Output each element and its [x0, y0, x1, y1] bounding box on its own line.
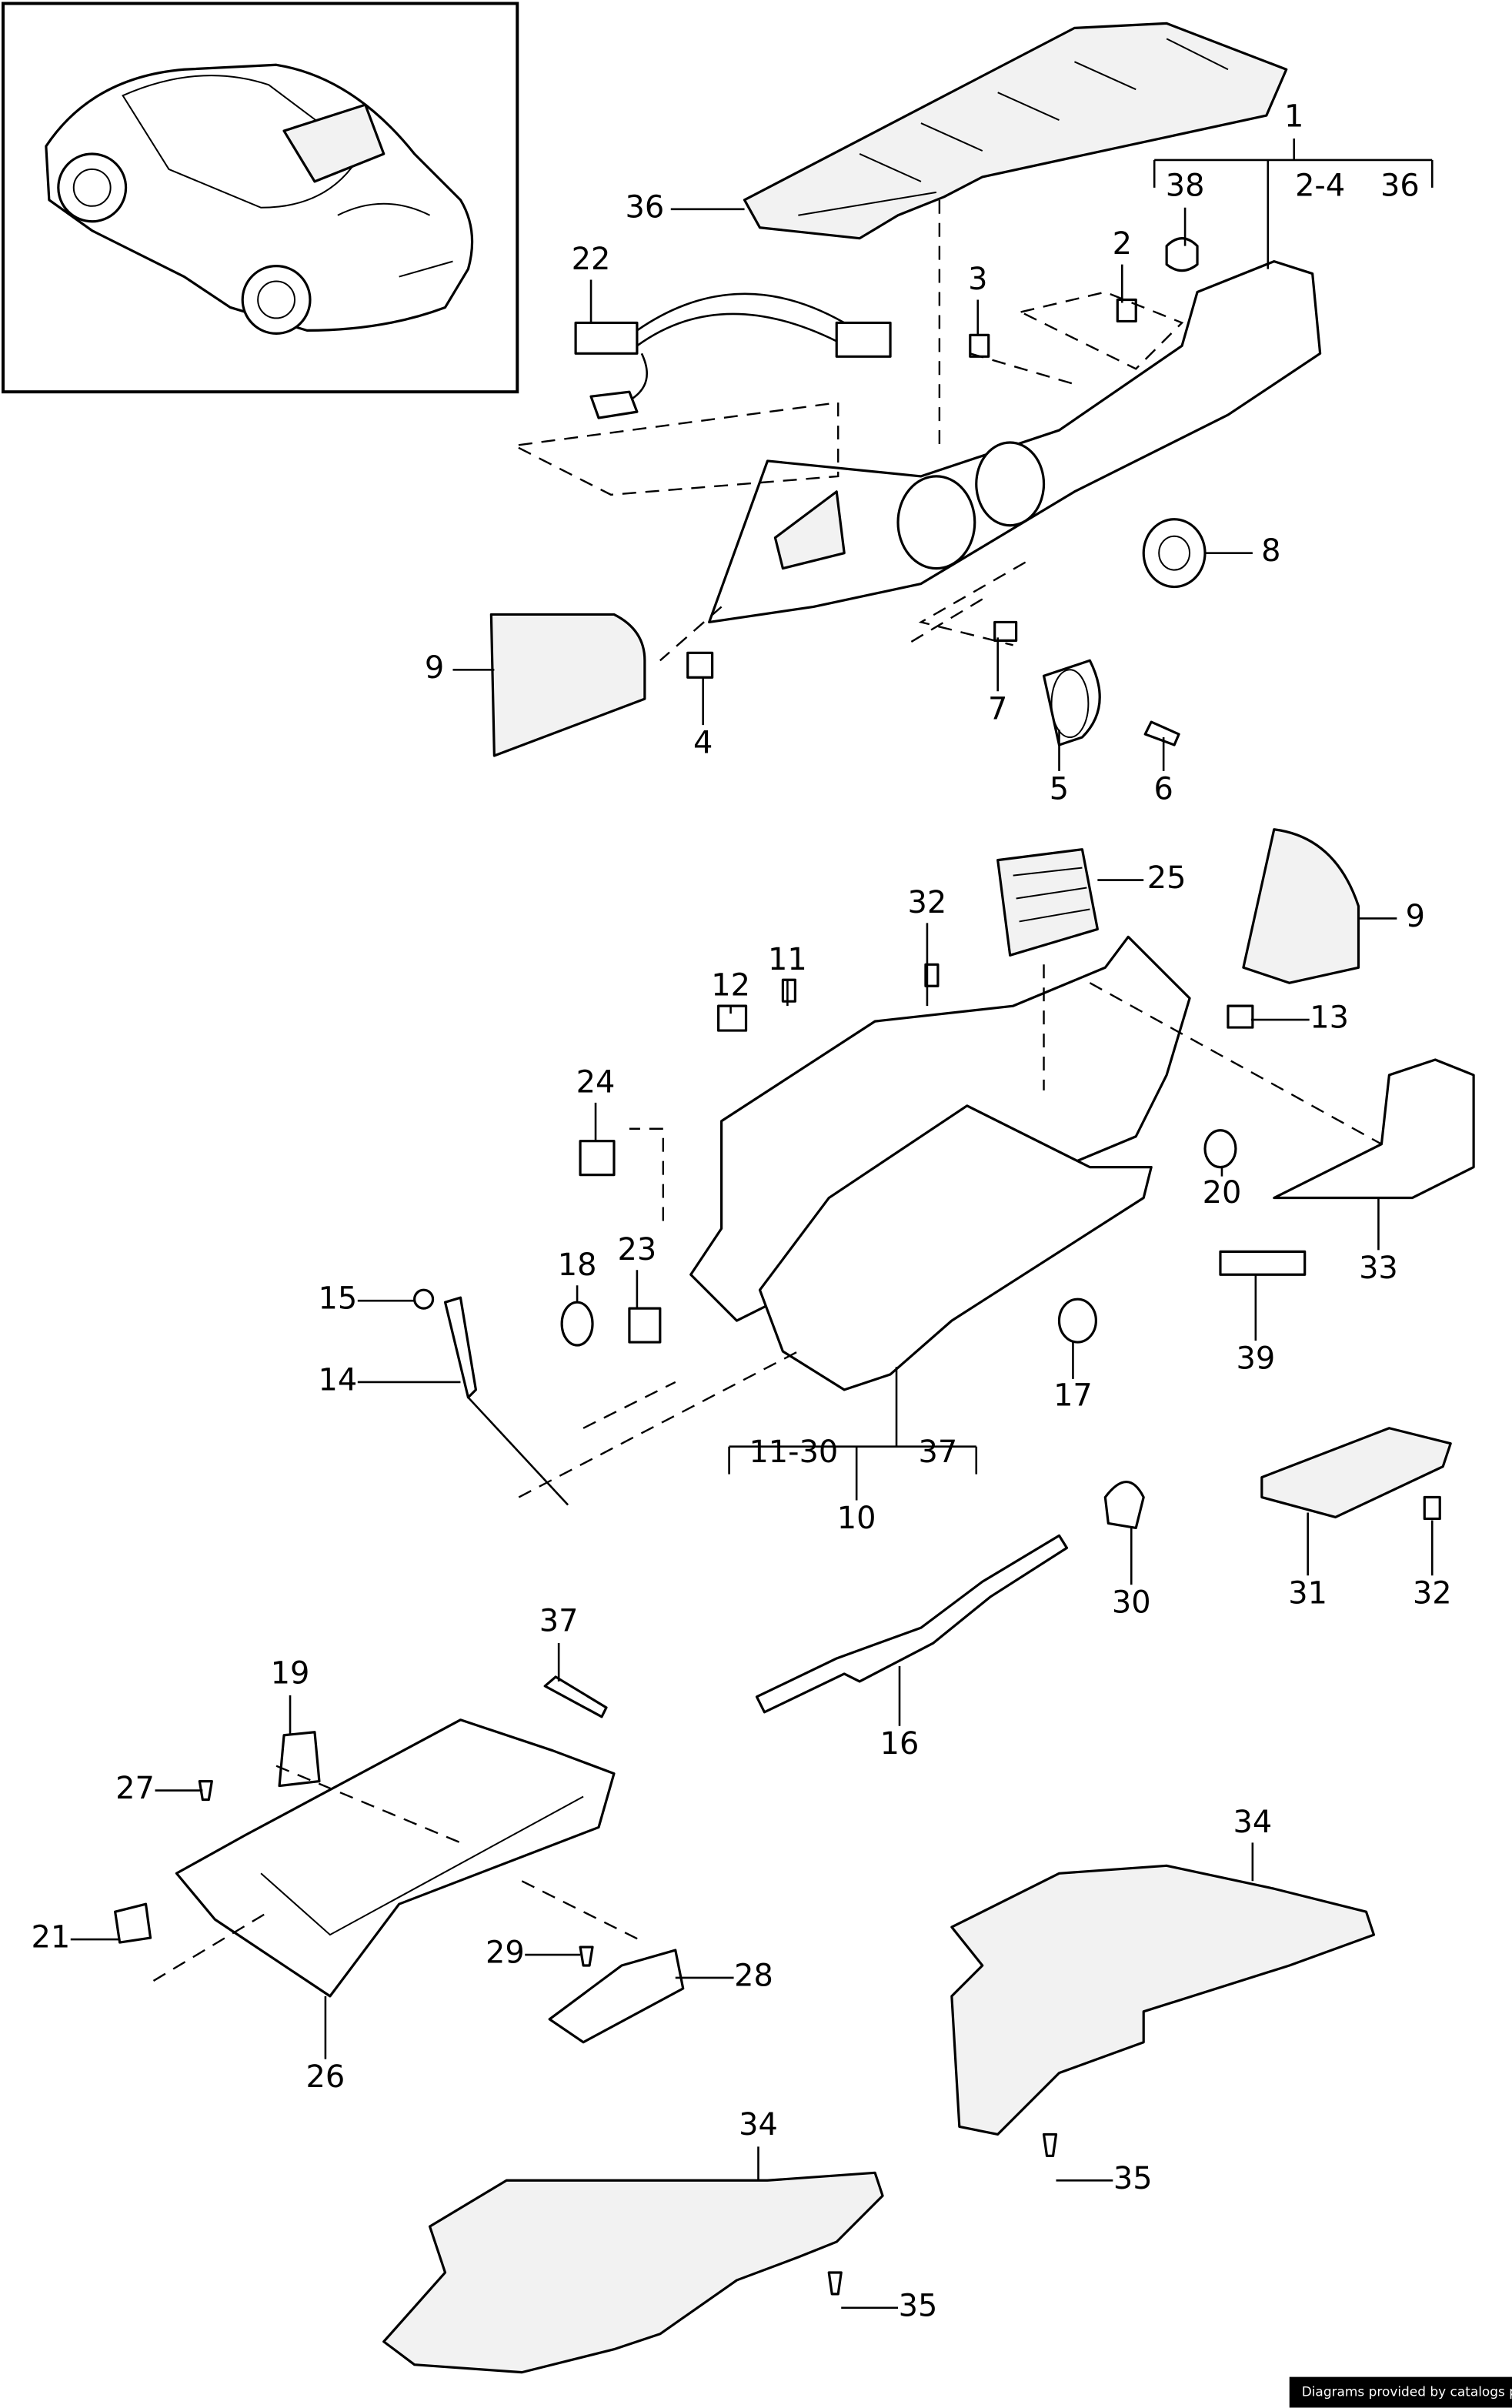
callout-31: 31	[1288, 1576, 1327, 1611]
part-37-glovebox-frame	[758, 1104, 1153, 1391]
callout-13: 13	[1310, 1000, 1349, 1036]
footer-credit: Diagrams provided by catalogs parts	[1289, 2376, 1512, 2408]
callout-15: 15	[319, 1281, 358, 1317]
callout-35: 35	[1113, 2161, 1153, 2196]
callout-3: 3	[968, 262, 987, 297]
callout-27: 27	[115, 1771, 155, 1806]
part-36-shelf	[743, 22, 1288, 240]
callout-22: 22	[572, 242, 611, 277]
part-16-rail	[755, 1534, 1069, 1714]
callout-6: 6	[1153, 771, 1173, 807]
callout-19: 19	[271, 1655, 310, 1691]
footer-text: Diagrams provided by catalogs parts	[1302, 2384, 1512, 2400]
callout-32: 32	[1413, 1576, 1452, 1611]
callout-12: 12	[711, 968, 750, 1004]
callout-11: 11	[768, 942, 807, 977]
callout-25: 25	[1147, 860, 1187, 896]
part-34-cover-upper	[950, 1864, 1376, 2136]
callout-14: 14	[319, 1362, 358, 1398]
callout-1: 1	[1284, 99, 1303, 135]
callout-7: 7	[988, 692, 1007, 727]
callout-36: 36	[625, 189, 664, 225]
callout-9: 9	[1406, 899, 1425, 934]
callout-21: 21	[31, 1920, 70, 1955]
callout-17: 17	[1053, 1378, 1093, 1413]
callout-23: 23	[618, 1232, 657, 1267]
callout-24: 24	[576, 1064, 616, 1100]
callout-34: 34	[739, 2107, 778, 2142]
callout-18: 18	[558, 1247, 597, 1283]
callout-labels: 1 38 2-4 36 36 22 2 3 8 9 4 7 5 6 25 32 …	[31, 99, 1451, 2324]
callout-5: 5	[1050, 771, 1069, 807]
callout-28: 28	[734, 1958, 773, 1993]
callout-26: 26	[306, 2059, 345, 2095]
callout-30: 30	[1112, 1585, 1151, 1621]
callout-34: 34	[1233, 1805, 1272, 1840]
callout-39: 39	[1236, 1341, 1275, 1376]
callout-32: 32	[908, 885, 947, 920]
part-34-cover-lower	[382, 2171, 884, 2374]
callout-33: 33	[1359, 1251, 1398, 1286]
part-26-glovebox-lid	[175, 1718, 616, 1998]
callout-37: 37	[919, 1434, 958, 1470]
vehicle-inset	[1, 2, 519, 394]
callout-9: 9	[425, 650, 444, 686]
callout-10: 10	[837, 1501, 876, 1536]
callout-2-4: 2-4	[1295, 168, 1345, 203]
callout-11-30: 11-30	[749, 1434, 838, 1470]
part-1-dash-panel	[708, 260, 1322, 624]
callout-38: 38	[1166, 168, 1205, 203]
callout-8: 8	[1261, 533, 1280, 569]
callout-29: 29	[486, 1935, 525, 1971]
callout-35: 35	[899, 2288, 938, 2323]
callout-16: 16	[880, 1726, 920, 1762]
callout-2: 2	[1113, 226, 1132, 262]
callout-37: 37	[539, 1604, 579, 1639]
callout-4: 4	[693, 726, 713, 761]
callout-36: 36	[1380, 168, 1420, 203]
callout-20: 20	[1203, 1175, 1242, 1211]
